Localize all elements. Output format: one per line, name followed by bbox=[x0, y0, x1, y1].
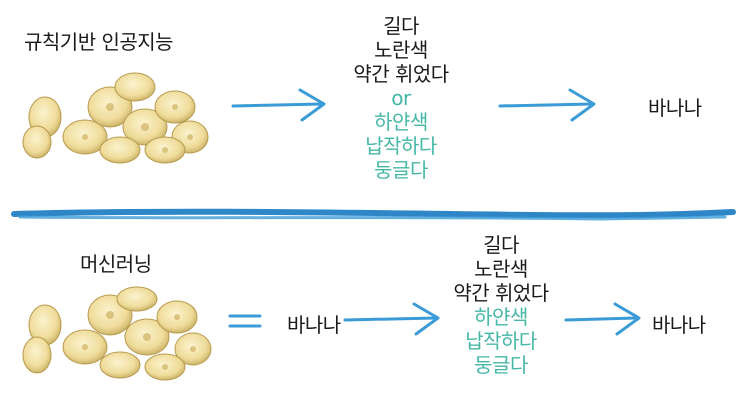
rule-result-label: 바나나 bbox=[648, 96, 702, 120]
feature-slightly-curved: 약간 휘었다 bbox=[453, 281, 549, 305]
machine-learning-title: 머신러닝 bbox=[80, 252, 152, 276]
feature-long: 길다 bbox=[383, 14, 419, 38]
banana-slices-image bbox=[22, 72, 209, 164]
feature-round: 둥글다 bbox=[374, 158, 428, 182]
arrow-right-icon bbox=[564, 302, 641, 336]
ml-input-label: 바나나 bbox=[287, 313, 341, 337]
feature-long: 길다 bbox=[483, 233, 519, 257]
feature-round: 둥글다 bbox=[474, 353, 528, 377]
banana-slices-image bbox=[22, 286, 212, 381]
feature-slightly-curved: 약간 휘었다 bbox=[353, 62, 449, 86]
ml-features-group: 길다 노란색 약간 휘었다 하얀색 납작하다 둥글다 bbox=[438, 233, 564, 377]
rule-features-group: 길다 노란색 약간 휘었다 or 하얀색 납작하다 둥글다 bbox=[338, 14, 464, 182]
equals-icon bbox=[228, 314, 262, 328]
rule-based-title: 규칙기반 인공지능 bbox=[24, 30, 174, 54]
feature-yellow: 노란색 bbox=[474, 257, 528, 281]
arrow-right-icon bbox=[231, 88, 326, 122]
arrow-right-icon bbox=[343, 302, 440, 336]
feature-yellow: 노란색 bbox=[374, 38, 428, 62]
or-connector: or bbox=[391, 86, 411, 110]
feature-white: 하얀색 bbox=[374, 110, 428, 134]
feature-white: 하얀색 bbox=[474, 305, 528, 329]
feature-flat: 납작하다 bbox=[365, 134, 437, 158]
arrow-right-icon bbox=[498, 88, 596, 122]
section-divider bbox=[11, 208, 736, 221]
ml-result-label: 바나나 bbox=[652, 313, 706, 337]
feature-flat: 납작하다 bbox=[465, 329, 537, 353]
